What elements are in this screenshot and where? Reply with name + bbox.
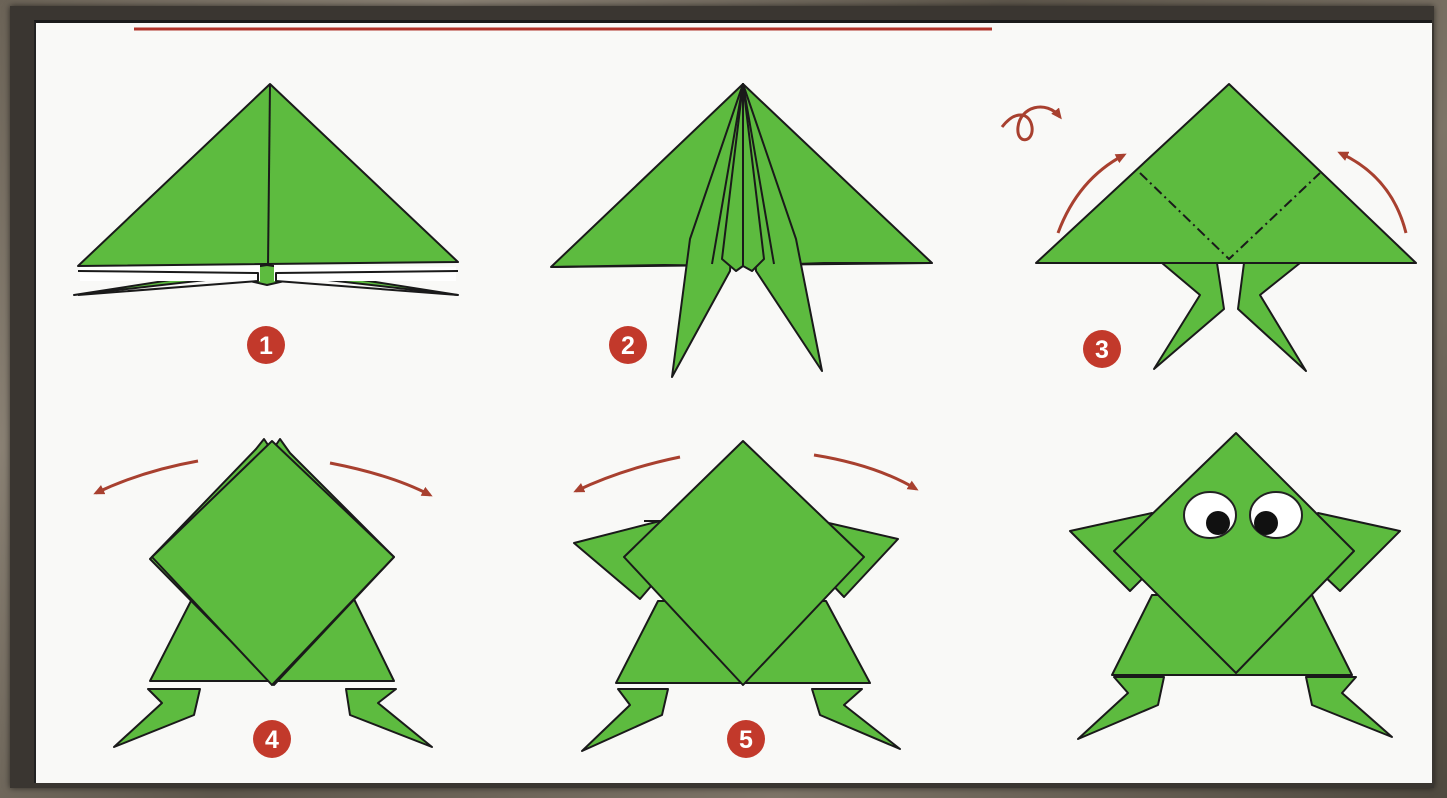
step-3-figure (1036, 84, 1416, 371)
fold-arrow-icon (330, 463, 430, 495)
step-1-badge: 1 (247, 326, 285, 364)
step-1-number: 1 (259, 332, 273, 360)
step-4-badge: 4 (253, 720, 291, 758)
step-6-figure (1070, 433, 1400, 739)
step-5-figure (574, 441, 900, 751)
step-3-number: 3 (1095, 336, 1109, 364)
step-4-number: 4 (265, 726, 279, 754)
step-5-number: 5 (739, 726, 753, 754)
image-frame: 1 2 3 4 5 (10, 6, 1434, 788)
fold-arrow-icon (814, 455, 916, 489)
instruction-sheet: 1 2 3 4 5 (34, 20, 1432, 783)
flip-over-icon (1002, 107, 1060, 140)
fold-arrow-icon (576, 457, 680, 491)
step-4-figure (114, 439, 432, 747)
step-5-badge: 5 (727, 720, 765, 758)
origami-frog-diagram: 1 2 3 4 5 (36, 23, 1432, 783)
step-1-figure (74, 84, 458, 295)
step-3-badge: 3 (1083, 330, 1121, 368)
fold-arrow-icon (96, 461, 198, 493)
step-2-badge: 2 (609, 326, 647, 364)
step-2-number: 2 (621, 332, 635, 360)
step-2-figure (551, 84, 932, 377)
